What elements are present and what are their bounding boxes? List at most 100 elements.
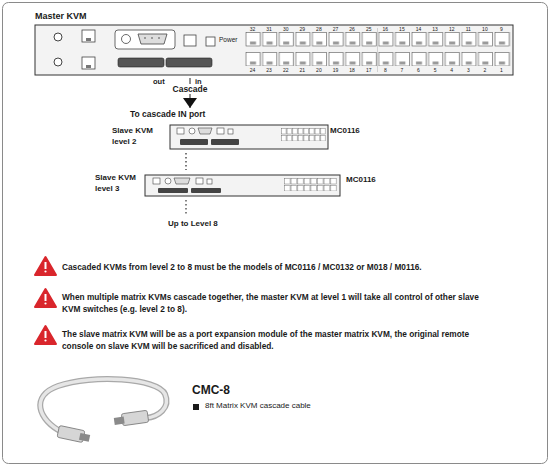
vga-port: [138, 34, 167, 44]
exclamation-dot: [44, 339, 46, 341]
ps2-port: [165, 178, 171, 184]
master-kvm: Master KVM: [33, 9, 518, 78]
port-number: 23: [261, 67, 277, 73]
device-chassis: [35, 25, 513, 75]
port-number: 3: [460, 67, 476, 73]
frame-border: [3, 3, 548, 464]
port-number: 17: [361, 67, 377, 73]
warning-icon: [35, 326, 56, 344]
rj45-port: [184, 35, 196, 46]
note-text: Up to Level 8: [168, 219, 218, 229]
slave-kvm: Slave KVM level 3 MC0116: [92, 170, 392, 198]
port-number: 24: [245, 67, 261, 73]
port-number: 22: [278, 67, 294, 73]
port-notch: [86, 38, 91, 41]
port-number: 30: [278, 26, 294, 32]
cascade-in-connector: [166, 58, 212, 67]
cascade-connector: [211, 139, 239, 145]
port-number: 19: [328, 67, 344, 73]
screw: [54, 33, 62, 41]
product-code: CMC-8: [192, 383, 230, 397]
slave-kvm-device: [145, 175, 340, 196]
port-number: 11: [460, 26, 476, 32]
cascade-connector: [158, 188, 188, 193]
port-number: 8: [377, 67, 393, 73]
port-number: 9: [494, 26, 510, 32]
cable-connector: [121, 410, 148, 426]
cascade-connector: [180, 139, 208, 145]
warning-text: Cascaded KVMs from level 2 to 8 must be …: [62, 261, 512, 273]
rj45-port-bank: [245, 32, 511, 66]
port-number: 27: [328, 26, 344, 32]
device-text: Slave KVM level 2: [112, 125, 166, 147]
exclamation-dot: [44, 270, 46, 272]
ps2-port: [189, 128, 195, 134]
port-number: 20: [311, 67, 327, 73]
product-description: 8ft Matrix KVM cascade cable: [205, 401, 311, 411]
continuation-dots: [185, 200, 186, 216]
pin: [158, 37, 160, 39]
bullet-square: [193, 404, 199, 410]
device-label: Master KVM: [35, 11, 87, 22]
pin: [151, 37, 153, 39]
exclamation-bar: [45, 294, 47, 301]
warning-icon: [35, 257, 56, 275]
port-number: 12: [444, 26, 460, 32]
vga-port: [174, 178, 190, 184]
cascade-out-connector: [118, 58, 164, 67]
warning-text: When multiple matrix KVMs cascade togeth…: [62, 291, 492, 315]
warning-triangle: [35, 326, 56, 344]
device-text: MC0116: [330, 126, 360, 136]
console-panel: [115, 30, 175, 49]
cascade-connector: [191, 188, 221, 193]
port-number: 4: [444, 67, 460, 73]
rj45-port: [82, 30, 95, 42]
cable-body: [40, 379, 166, 432]
rj45-port: [217, 128, 224, 134]
pin: [144, 37, 146, 39]
port-number: 15: [394, 26, 410, 32]
slave-kvm: To cascade IN portSlave KVM level 2 MC011…: [112, 108, 387, 153]
exclamation-dot: [44, 302, 46, 304]
warning-icon: [35, 289, 56, 307]
power-label: Power: [219, 36, 237, 44]
exclamation-bar: [45, 331, 47, 338]
cable-outline: [40, 379, 166, 432]
edge-label: Cascade: [172, 84, 209, 94]
device-label: Slave KVM level 3: [95, 172, 149, 194]
screw: [54, 58, 62, 66]
bank-divider: [377, 28, 378, 72]
connector-face: [79, 433, 90, 442]
port-number: 6: [411, 67, 427, 73]
master-kvm-device: [35, 25, 513, 75]
rj45-port-bank: [284, 178, 337, 191]
warning-text: The slave matrix KVM will be as a port e…: [62, 328, 492, 352]
port-number: 32: [245, 26, 261, 32]
device-text: MC0116: [346, 175, 376, 185]
port-number: 10: [477, 26, 493, 32]
port-number: 28: [311, 26, 327, 32]
power-switch: [228, 129, 233, 134]
device-chassis: [145, 175, 340, 196]
connector-line: [185, 153, 186, 170]
vga-port: [198, 128, 212, 134]
power-switch: [207, 179, 212, 184]
port-number: 1: [494, 67, 510, 73]
port-number: 29: [294, 26, 310, 32]
port-number: 18: [344, 67, 360, 73]
cascade-link: [186, 153, 187, 170]
rj45-port: [177, 128, 184, 134]
device-label: To cascade IN port: [130, 109, 205, 119]
port-number: 21: [294, 67, 310, 73]
port-number: 14: [411, 26, 427, 32]
rj45-port: [196, 178, 203, 184]
port-notch: [86, 65, 91, 68]
port-number: 31: [261, 26, 277, 32]
warning-triangle: [35, 257, 56, 275]
port-number: 7: [394, 67, 410, 73]
port-number: 16: [377, 26, 393, 32]
slave-kvm-device: [170, 125, 328, 149]
port-label: out: [153, 77, 165, 86]
